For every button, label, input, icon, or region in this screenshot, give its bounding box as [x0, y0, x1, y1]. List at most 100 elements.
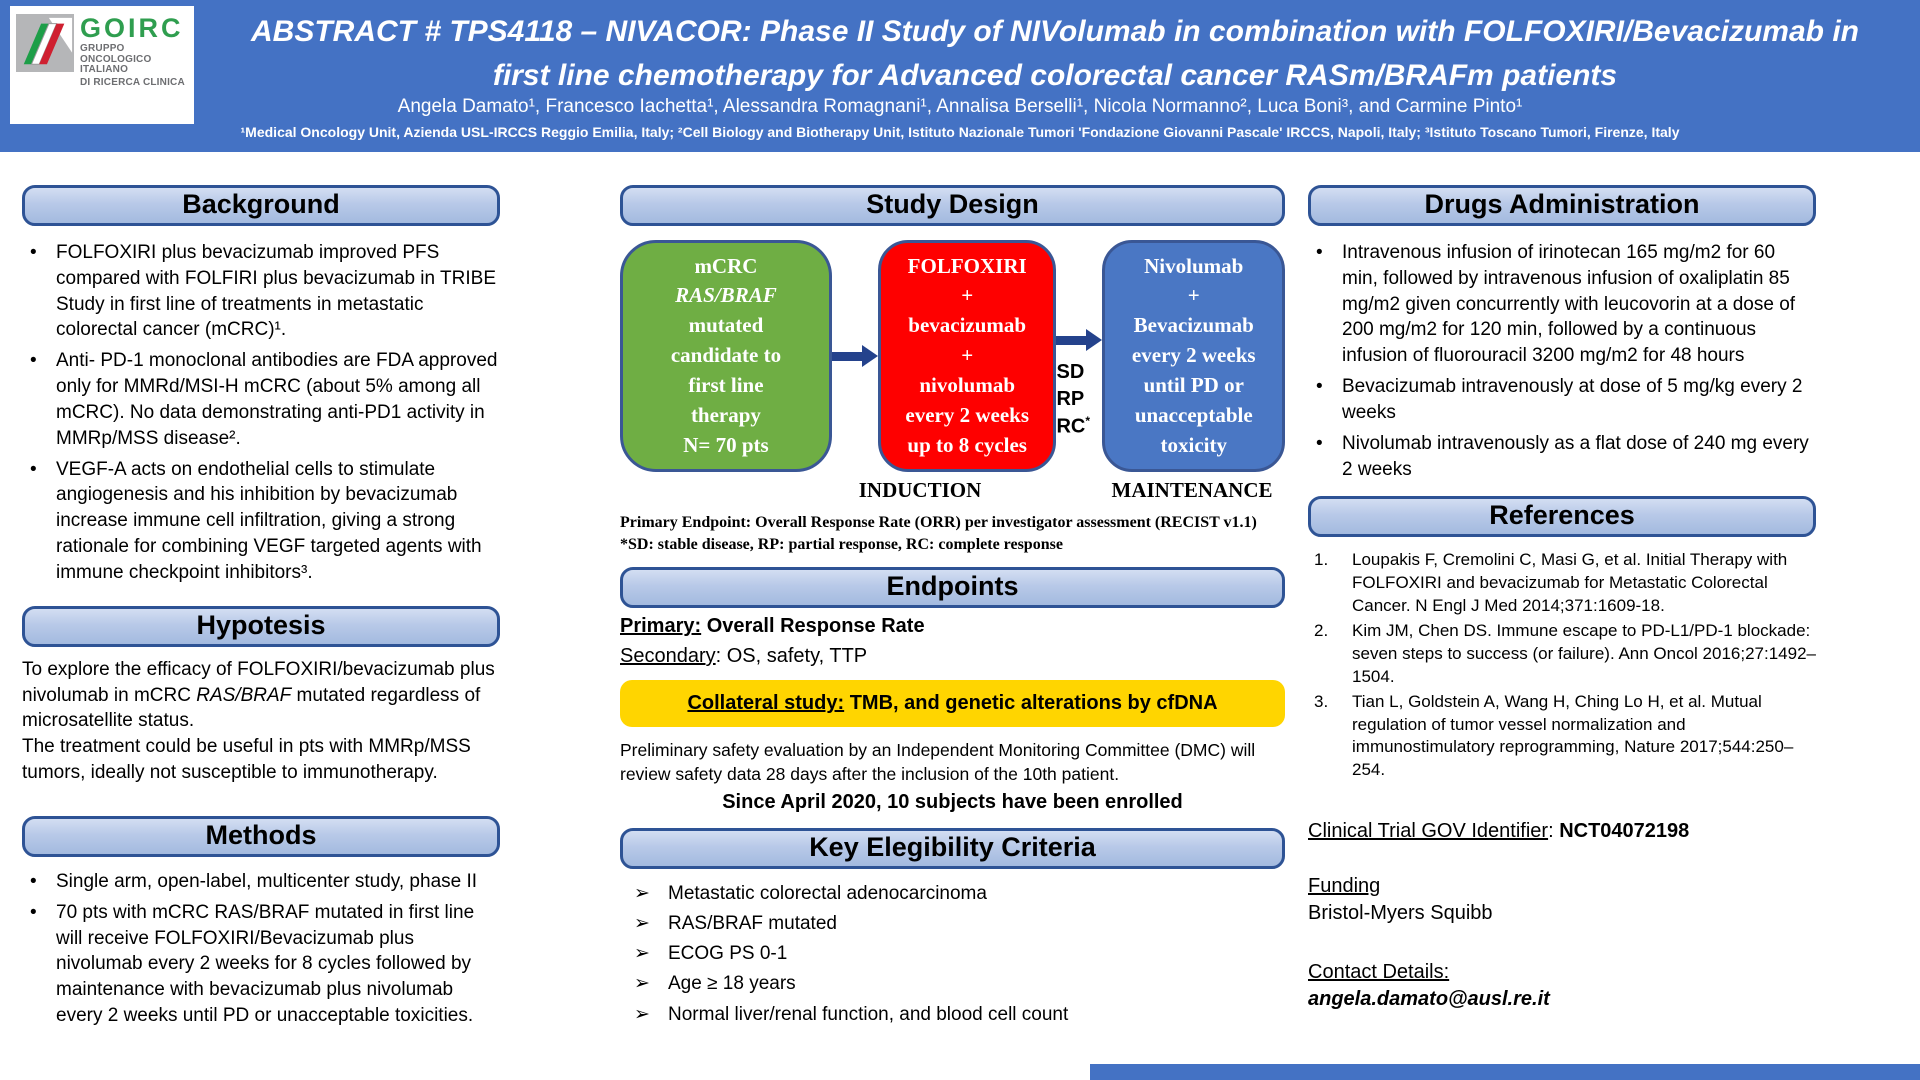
reference-text: Tian L, Goldstein A, Wang H, Ching Lo H,… — [1352, 692, 1794, 779]
bullet-dot-icon: • — [1316, 432, 1323, 454]
eligibility-item-text: Age ≥ 18 years — [668, 973, 796, 995]
drugs-bullet-text: Bevacizumab intravenously at dose of 5 m… — [1342, 376, 1803, 423]
section-header-study-design: Study Design — [620, 185, 1285, 226]
maintenance-box-line: + — [1187, 283, 1200, 308]
induction-box-line: + — [961, 283, 974, 308]
right-arrow-icon — [831, 344, 878, 367]
poster-title-line1: ABSTRACT # TPS4118 – NIVACOR: Phase II S… — [251, 15, 1859, 48]
section-header-drugs: Drugs Administration — [1308, 185, 1816, 226]
methods-bullet-list: • Single arm, open-label, multicenter st… — [22, 869, 500, 1029]
right-arrow-icon — [1056, 329, 1103, 351]
section-header-eligibility: Key Elegibility Criteria — [620, 828, 1285, 870]
poster-title-line2: first line chemotherapy for Advanced col… — [492, 58, 1618, 92]
right-column: Drugs Administration • Intravenous infus… — [1308, 185, 1816, 1013]
population-box-line: candidate to — [670, 343, 782, 368]
population-box-line: RAS/BRAF — [675, 283, 777, 308]
response-label-rp: RP — [1056, 388, 1085, 410]
bullet-dot-icon: • — [30, 870, 37, 892]
reference-item: 1. Loupakis F, Cremolini C, Masi G, et a… — [1308, 549, 1816, 617]
reference-number: 2. — [1314, 621, 1329, 641]
population-box-line: N= 70 pts — [683, 432, 769, 457]
goirc-logo-text: GOIRC GRUPPO ONCOLOGICO ITALIANO DI RICE… — [80, 14, 188, 88]
eligibility-item: ➢ ECOG PS 0-1 — [620, 939, 1285, 969]
maintenance-box-line: unacceptable — [1134, 402, 1253, 427]
population-box-line: therapy — [690, 402, 761, 427]
dmc-note: Preliminary safety evaluation by an Inde… — [620, 740, 1256, 784]
drugs-bullet: • Bevacizumab intravenously at dose of 5… — [1308, 374, 1816, 426]
background-bullet: • VEGF-A acts on endothelial cells to st… — [22, 457, 500, 586]
eligibility-item: ➢ Metastatic colorectal adenocarcinoma — [620, 879, 1285, 909]
references-list: 1. Loupakis F, Cremolini C, Masi G, et a… — [1308, 549, 1816, 781]
clinical-trial-label: Clinical Trial GOV Identifier — [1308, 819, 1549, 842]
collateral-study-box: Collateral study: TMB, and genetic alter… — [620, 680, 1285, 728]
enrollment-status: Since April 2020, 10 subjects have been … — [722, 791, 1183, 814]
hypotesis-text-italic: RAS/BRAF — [196, 684, 292, 706]
eligibility-item: ➢ Normal liver/renal function, and blood… — [620, 1000, 1285, 1030]
reference-item: 3. Tian L, Goldstein A, Wang H, Ching Lo… — [1308, 691, 1816, 781]
endpoints-primary: Primary: Overall Response Rate — [620, 615, 1285, 638]
collateral-study-value: TMB, and genetic alterations by cfDNA — [844, 692, 1218, 715]
endpoints-secondary: Secondary: OS, safety, TTP — [620, 645, 1285, 668]
population-box-line: mutated — [688, 313, 764, 338]
header-banner: GOIRC GRUPPO ONCOLOGICO ITALIANO DI RICE… — [0, 0, 1920, 152]
reference-item: 2. Kim JM, Chen DS. Immune escape to PD-… — [1308, 620, 1816, 688]
bullet-dot-icon: • — [30, 458, 37, 480]
funding-label: Funding — [1308, 874, 1381, 897]
background-bullet: • Anti- PD-1 monoclonal antibodies are F… — [22, 348, 500, 451]
drugs-bullet: • Intravenous infusion of irinotecan 165… — [1308, 240, 1816, 369]
bullet-dot-icon: • — [1316, 242, 1323, 263]
clinical-trial-sep: : — [1548, 819, 1560, 842]
goirc-logo-subtitle2: DI RICERCA CLINICA — [80, 76, 185, 88]
poster-title: ABSTRACT # TPS4118 – NIVACOR: Phase II S… — [205, 10, 1905, 97]
background-bullet-list: • FOLFOXIRI plus bevacizumab improved PF… — [22, 240, 500, 586]
primary-value: Overall Response Rate — [701, 615, 925, 638]
drugs-bullet-text: Nivolumab intravenously as a flat dose o… — [1342, 432, 1809, 480]
methods-bullet-text: Single arm, open-label, multicenter stud… — [56, 870, 478, 892]
bullet-dot-icon: • — [1316, 376, 1323, 398]
induction-box-line: bevacizumab — [908, 313, 1027, 338]
induction-box-line: every 2 weeks — [905, 402, 1029, 427]
funding-value: Bristol-Myers Squibb — [1308, 901, 1493, 924]
eligibility-item-text: Normal liver/renal function, and blood c… — [668, 1003, 1069, 1025]
clinical-trial-identifier: Clinical Trial GOV Identifier: NCT040721… — [1308, 820, 1816, 843]
eligibility-item: ➢ RAS/BRAF mutated — [620, 909, 1285, 939]
contact-block: Contact Details: angela.damato@ausl.re.i… — [1308, 959, 1816, 1013]
background-bullet-text: Anti- PD-1 monoclonal antibodies are FDA… — [56, 350, 498, 449]
bullet-dot-icon: • — [30, 350, 37, 372]
methods-bullet-text: 70 pts with mCRC RAS/BRAF mutated in fir… — [56, 901, 475, 1027]
bullet-dot-icon: • — [30, 242, 37, 263]
response-status-labels: SD RP RC* — [1056, 359, 1090, 441]
induction-box-line: FOLFOXIRI — [907, 253, 1027, 278]
collateral-study-label: Collateral study: — [687, 692, 845, 715]
eligibility-list: ➢ Metastatic colorectal adenocarcinoma ➢… — [620, 879, 1285, 1029]
maintenance-box: Nivolumab + Bevacizumab every 2 weeks un… — [1102, 240, 1285, 472]
maintenance-box-line: toxicity — [1160, 432, 1227, 457]
induction-box-line: up to 8 cycles — [907, 432, 1027, 457]
eligibility-item: ➢ Age ≥ 18 years — [620, 969, 1285, 999]
middle-column: Study Design mCRC RAS/BRAF mutated candi… — [620, 185, 1285, 1030]
bullet-dot-icon: • — [30, 901, 37, 923]
section-header-background: Background — [22, 185, 500, 226]
contact-email: angela.damato@ausl.re.it — [1308, 987, 1550, 1010]
left-column: Background • FOLFOXIRI plus bevacizumab … — [22, 185, 500, 1034]
drugs-bullet-text: Intravenous infusion of irinotecan 165 m… — [1342, 242, 1796, 367]
drugs-bullet: • Nivolumab intravenously as a flat dose… — [1308, 431, 1816, 483]
arrow-bullet-icon: ➢ — [634, 913, 650, 935]
population-box-line: mCRC — [694, 253, 758, 278]
flow-arrow-cell — [831, 240, 878, 472]
methods-bullet: • 70 pts with mCRC RAS/BRAF mutated in f… — [22, 900, 500, 1029]
maintenance-box-line: Bevacizumab — [1133, 313, 1254, 338]
clinical-trial-value: NCT04072198 — [1559, 819, 1690, 842]
goirc-logo-name: GOIRC — [80, 13, 184, 43]
goirc-logo-icon — [16, 14, 74, 77]
hypotesis-text-a: To explore the efficacy of FOLFOXIRI/bev… — [22, 658, 495, 706]
secondary-value: : OS, safety, TTP — [715, 645, 868, 668]
reference-text: Loupakis F, Cremolini C, Masi G, et al. … — [1352, 550, 1788, 615]
arrow-bullet-icon: ➢ — [634, 883, 650, 905]
hypotesis-text-b: mutated regardless of microsatellite sta… — [22, 684, 481, 732]
eligibility-item-text: RAS/BRAF mutated — [668, 913, 837, 935]
secondary-label: Secondary — [620, 645, 716, 668]
abbreviation-note-line: *SD: stable disease, RP: partial respons… — [620, 535, 1063, 553]
affiliations-line: ¹Medical Oncology Unit, Azienda USL-IRCC… — [240, 124, 1680, 140]
